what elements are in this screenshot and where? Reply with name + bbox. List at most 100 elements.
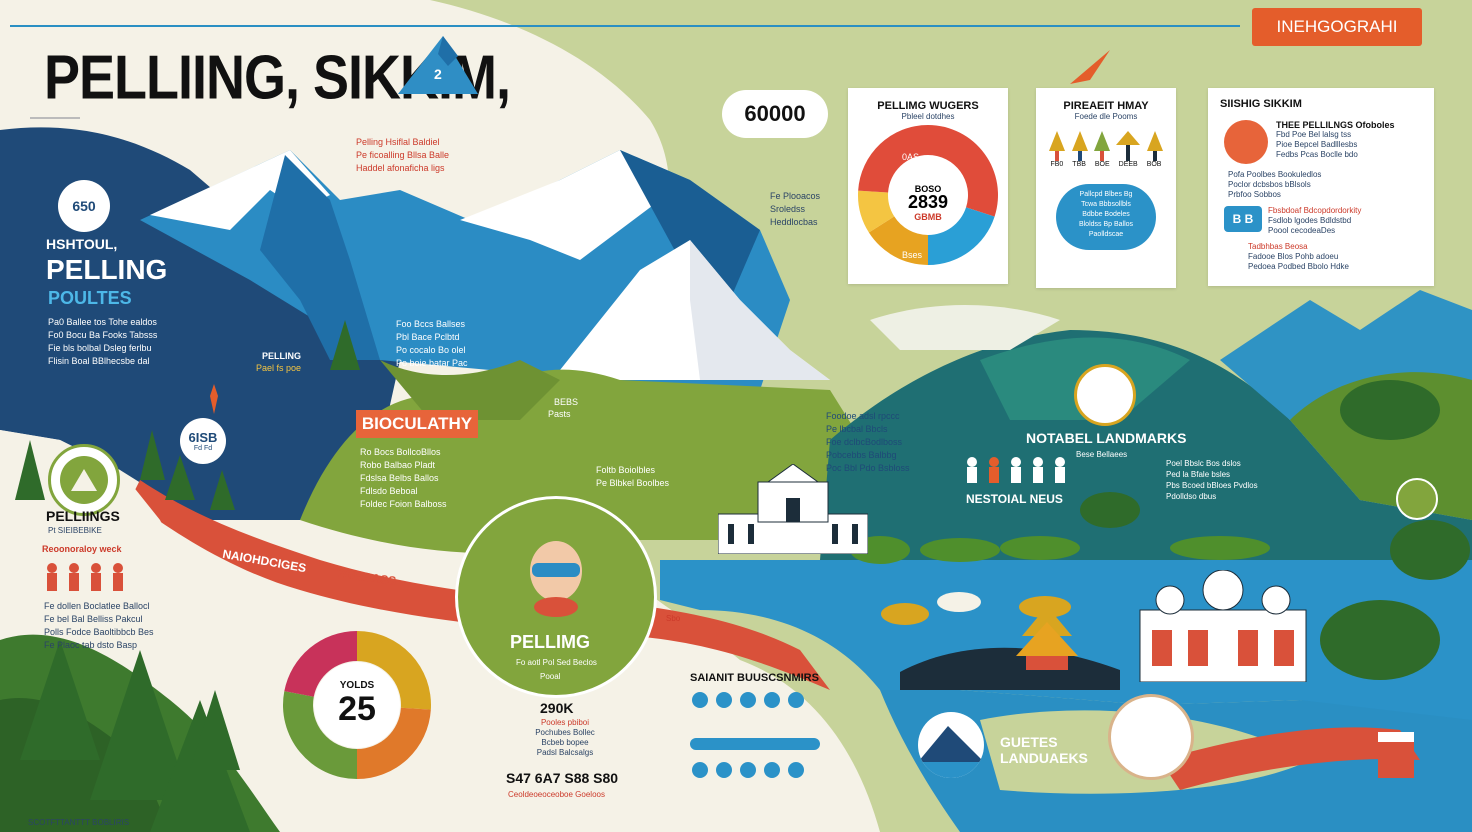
monastery-building [717, 463, 869, 555]
center-stat-row-sub: Ceoldeoeoceoboe Goeloos [508, 790, 605, 799]
donut-slice [928, 125, 998, 217]
center-stat-line: Pochubes Bollec [535, 728, 595, 737]
pellings-sub: Pt SIEIBEBIKE [48, 526, 102, 535]
donut-hole [314, 662, 400, 748]
sikkim-card-icon [1224, 120, 1268, 164]
left-text-line: Fie bls bolbal Dsleg ferlbu [48, 343, 152, 353]
bubble-line: Pallcpd Blbes Bg [1079, 191, 1133, 198]
donut-ring-label: 0AS [902, 152, 920, 162]
red-note-line: Pe ficoalling Bllsa Balle [356, 150, 450, 160]
center-stat-lines: Pooles pbiboi Pochubes Bollec Bcbeb bope… [510, 718, 620, 758]
sikkim-line: Fbd Poe Bel lalsg tss [1276, 130, 1352, 139]
footer-text: SCOTFTTANTTT BOBLIRIS [28, 818, 130, 827]
infographic-tag: INEHGOGRAHI [1252, 8, 1422, 46]
left-stat-sub: Fd Fd [193, 445, 213, 452]
center-stat-value: 290K [540, 700, 574, 716]
portrait-sub: Fo aotl Pol Sed Beclos [516, 658, 597, 667]
bottom-right-title-2: LANDUAEKS [1000, 750, 1088, 766]
geo-side-label: BEBS [554, 397, 579, 407]
geo-line: Foldec Foion Balboss [360, 499, 447, 509]
donut-center-bottom: GBMB [914, 212, 942, 222]
left-text-line: Fo0 Bocu Ba Fooks Tabsss [48, 330, 158, 340]
left-side-label: PELLING [262, 351, 302, 361]
landmarks-emblem [1074, 364, 1136, 426]
donut-card: PELLIMG WUGERS Pbleel dotdhes BOSO 2839 … [848, 88, 1008, 284]
population-text: Fe dollen Boclatlee Ballocl Fe bel Bal B… [44, 600, 234, 652]
top-stat-badge: 60000 [722, 90, 828, 138]
forest-line: Heddlocbas [770, 217, 818, 227]
landmarks-sub: Bese Bellaees [1076, 450, 1128, 459]
left-heading-main: PELLING [46, 254, 168, 285]
geo-notes: Foltb Boiolbles Pe Blbkel Boolbes [596, 464, 669, 490]
festival-icon-labels: FB0 TBB BOE DEEB BOB [1036, 161, 1176, 168]
festival-bubble: Pallcpd Blbes Bg Tcwa Bbbsollbls Bdbbe B… [1056, 184, 1156, 250]
population-label: Reoonoraloy weck [42, 544, 122, 554]
portrait-name: PELLIMG [510, 632, 590, 652]
donut-slice [858, 125, 928, 193]
monastery-icon [60, 456, 108, 504]
pagoda-building [1012, 606, 1082, 670]
sikkim-line: Prbfoo Sobbos [1228, 190, 1281, 199]
donut-card-sub: Pbleel dotdhes [901, 112, 955, 121]
center-stat-line: Bcbeb bopee [541, 738, 589, 747]
landmarks-text: Poel Bbslc Bos dslos Ped la Bfale bsles … [1166, 458, 1286, 502]
population-line: Fe bel Bal Belliss Pakcul [44, 614, 143, 624]
climate-notes: Foodoe adsl rpccc Pe lbcbal Bbcls Foe dc… [826, 410, 916, 475]
landmark-line: Pdolldso dbus [1166, 492, 1217, 501]
lamp-icon [1093, 131, 1110, 161]
person-icon [530, 541, 582, 617]
population-people-icons [44, 562, 134, 592]
left-heading-sub: POULTES [48, 288, 132, 308]
donut-slice [283, 691, 357, 779]
shrine-icon [1378, 732, 1414, 778]
landmarks-people-label: NESTOIAL NEUS [966, 492, 1063, 506]
center-stat-row: S47 6A7 S88 S80 [506, 770, 619, 786]
left-text-block: Pa0 Ballee tos Tohe ealdos Fo0 Bocu Ba F… [48, 316, 238, 368]
yields-label: YOLDS [339, 680, 375, 691]
geo-note: Pe Blbkel Boolbes [596, 478, 670, 488]
cloud-icon [1018, 594, 1072, 620]
geo-line: Fdslsa Belbs Ballos [360, 473, 439, 483]
sikkim-line: Tadbhbas Beosa [1248, 242, 1308, 251]
donut-slice [357, 631, 431, 710]
landmark-line: Ped la Bfale bsles [1166, 470, 1231, 479]
landmarks-side-emblem [1396, 478, 1438, 520]
mountain-badge-number: 2 [434, 66, 442, 82]
incense-icon [204, 384, 224, 414]
bubble-line: Bdbbe Bodeles [1082, 211, 1130, 218]
portrait-small: Pooal [540, 672, 561, 681]
pelling-portrait-card [455, 496, 657, 698]
left-stat-value: 6ISB [188, 430, 218, 445]
cloud-icon [936, 590, 982, 614]
note-line: Po cocalo Bo olel [396, 345, 466, 355]
climate-line: Pe lbcbal Bbcls [826, 424, 888, 434]
donut-slice [858, 190, 895, 233]
festival-card: PIREAEIT HMAY Foede dle Pooms FB0 TBB BO… [1036, 88, 1176, 288]
donut-hole [889, 156, 967, 234]
red-note-line: Haddel afonaficha ligs [356, 163, 445, 173]
festival-title: PIREAEIT HMAY [1063, 100, 1149, 112]
pellings-badge [48, 444, 120, 516]
festival-sub: Foede dle Pooms [1074, 112, 1138, 121]
mountain-emblem [918, 712, 984, 778]
pellings-title: PELLIINGS [46, 508, 120, 524]
red-note: Pelling Hsiflal Baldiel Pe ficoalling Bl… [356, 136, 476, 175]
sikkim-card-subtitle: THEE PELLILNGS Ofoboles [1276, 120, 1395, 130]
sikkim-line: Pofa Poolbes Bookuledlos [1228, 170, 1322, 179]
sikkim-line: Fedbs Pcas Boclle bdo [1276, 150, 1358, 159]
bottom-right-title-1: GUETES [1000, 734, 1058, 750]
center-stat-line: Padsl Balcsalgs [536, 748, 594, 757]
left-heading-small: HSHTOUL, [46, 236, 118, 252]
center-stat-line: Pooles pbiboi [540, 718, 590, 727]
umbrella-icon [1116, 131, 1141, 161]
geo-line: Robo Balbao Pladt [360, 460, 436, 470]
festival-icon-label: DEEB [1118, 161, 1138, 168]
landmark-line: Pbs Bcoed bBloes Pvdlos [1166, 481, 1258, 490]
left-stat-badge: 6ISB Fd Fd [180, 418, 226, 464]
donut-slice [284, 631, 357, 697]
cloud-icon [880, 600, 930, 626]
climate-line: Foe dclbcBodlboss [826, 437, 903, 447]
festival-icon-label: TBB [1072, 161, 1086, 168]
geo-line: Ro Bocs BollcoBllos [360, 447, 441, 457]
donut-ring-label: Bses [902, 250, 923, 260]
